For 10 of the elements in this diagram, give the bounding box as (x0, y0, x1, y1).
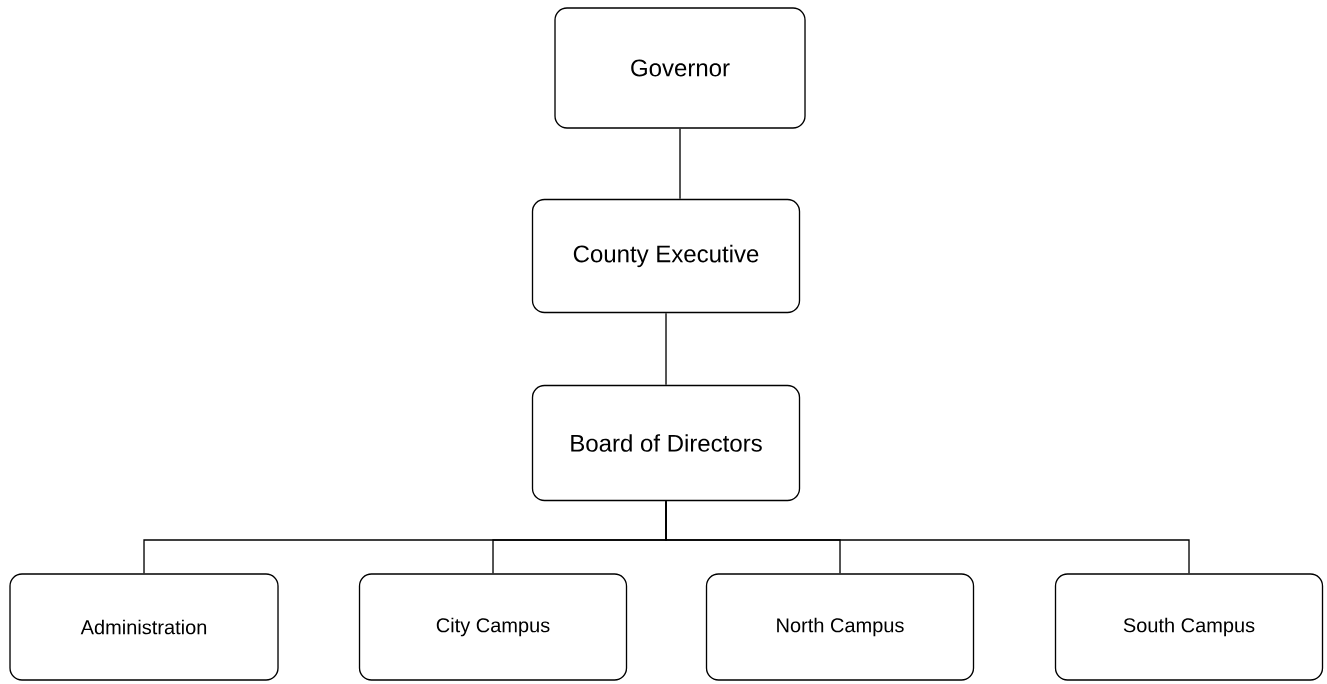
org-box: South Campus (1054, 573, 1324, 681)
org-box: North Campus (705, 573, 975, 681)
connector-line (665, 500, 1190, 574)
org-box: Governor (554, 7, 806, 129)
org-box: Board of Directors (531, 384, 801, 502)
connector-line (665, 312, 667, 386)
org-box: County Executive (531, 198, 801, 314)
org-box: City Campus (358, 573, 628, 681)
connector-line (679, 128, 681, 200)
org-box: Administration (9, 573, 279, 681)
